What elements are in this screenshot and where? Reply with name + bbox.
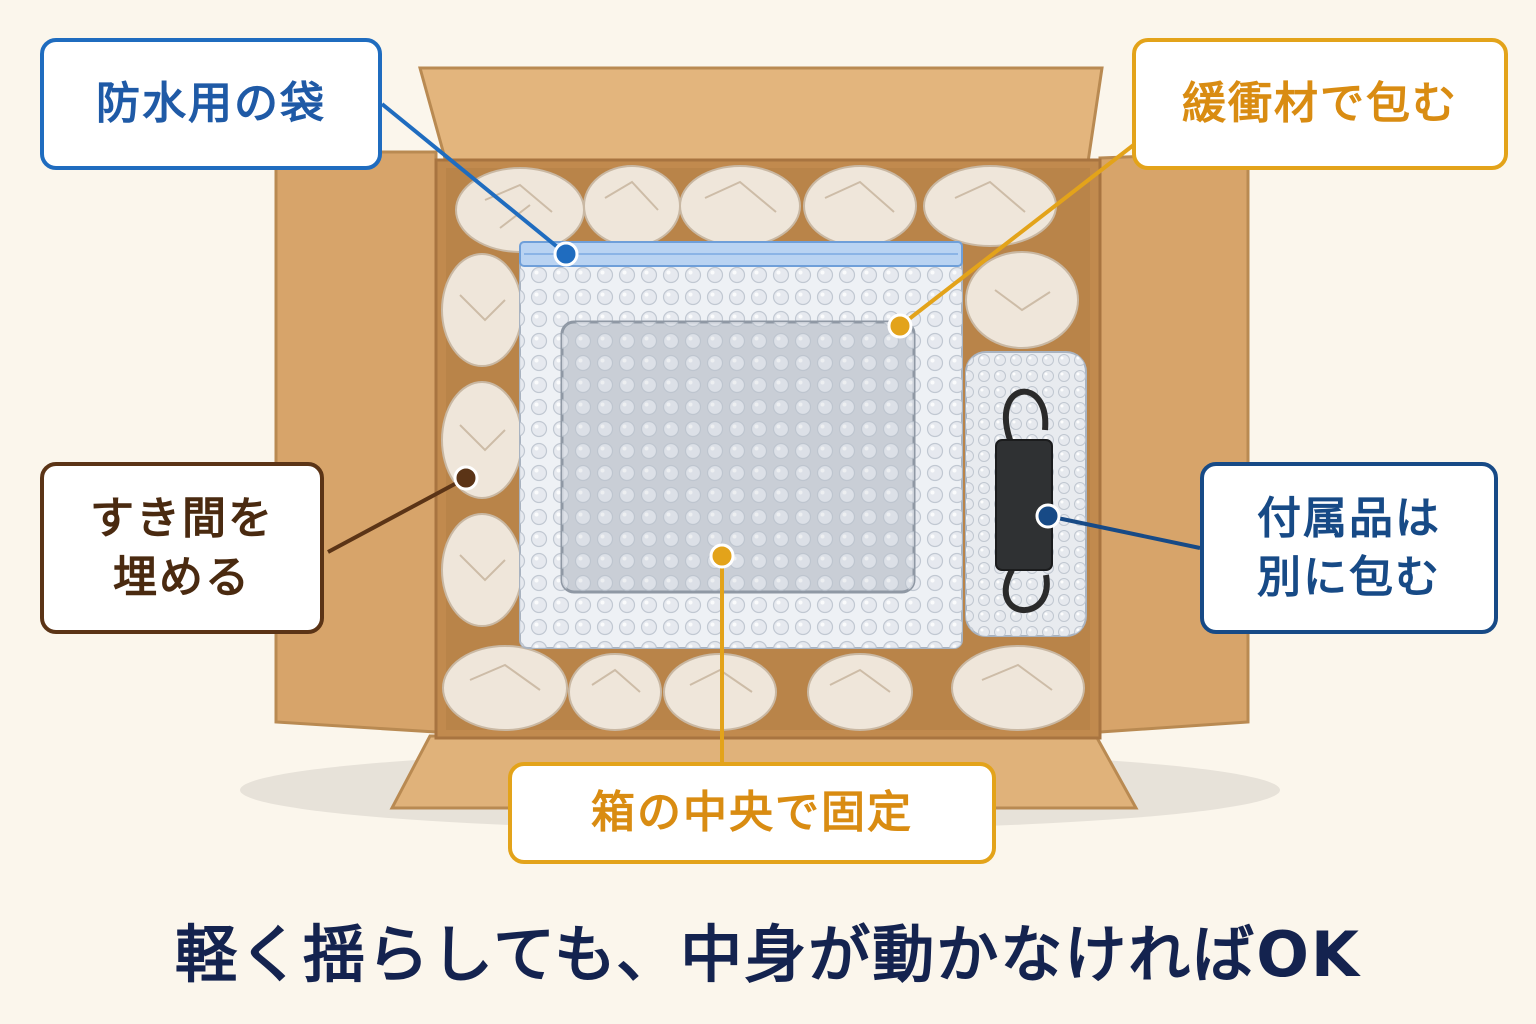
bag-anchor-dot	[553, 241, 579, 267]
crumpled-paper-icon	[923, 165, 1057, 247]
crumpled-paper-icon	[679, 165, 801, 247]
label-cushion-wrap: 緩衝材で包む	[1132, 38, 1508, 170]
crumpled-paper-icon	[583, 165, 681, 247]
crumpled-paper-icon	[441, 513, 523, 627]
crumpled-paper-icon	[807, 653, 913, 731]
label-accessories: 付属品は 別に包む	[1200, 462, 1498, 634]
bottom-caption: 軽く揺らしても、中身が動かなければOK	[175, 918, 1361, 991]
crumpled-paper-icon	[803, 165, 917, 247]
crumpled-paper-icon	[965, 251, 1079, 349]
leader-lines	[327, 102, 1201, 762]
label-waterproof-bag: 防水用の袋	[40, 38, 382, 170]
accessory-anchor-dot	[1035, 503, 1061, 529]
anchor-dots	[453, 241, 1061, 569]
crumpled-paper-icon	[568, 653, 662, 731]
cushion-anchor-dot	[887, 313, 913, 339]
power-adapter-icon	[965, 351, 1087, 637]
label-fill-gaps: すき間を 埋める	[40, 462, 324, 634]
bubble-wrapped-laptop-icon	[560, 320, 916, 594]
crumpled-paper-icon	[442, 645, 568, 731]
label-center-fix: 箱の中央で固定	[508, 762, 996, 864]
center-anchor-dot	[709, 543, 735, 569]
gap-anchor-dot	[453, 465, 479, 491]
crumpled-paper-icon	[441, 253, 523, 367]
crumpled-paper-icon	[951, 645, 1085, 731]
